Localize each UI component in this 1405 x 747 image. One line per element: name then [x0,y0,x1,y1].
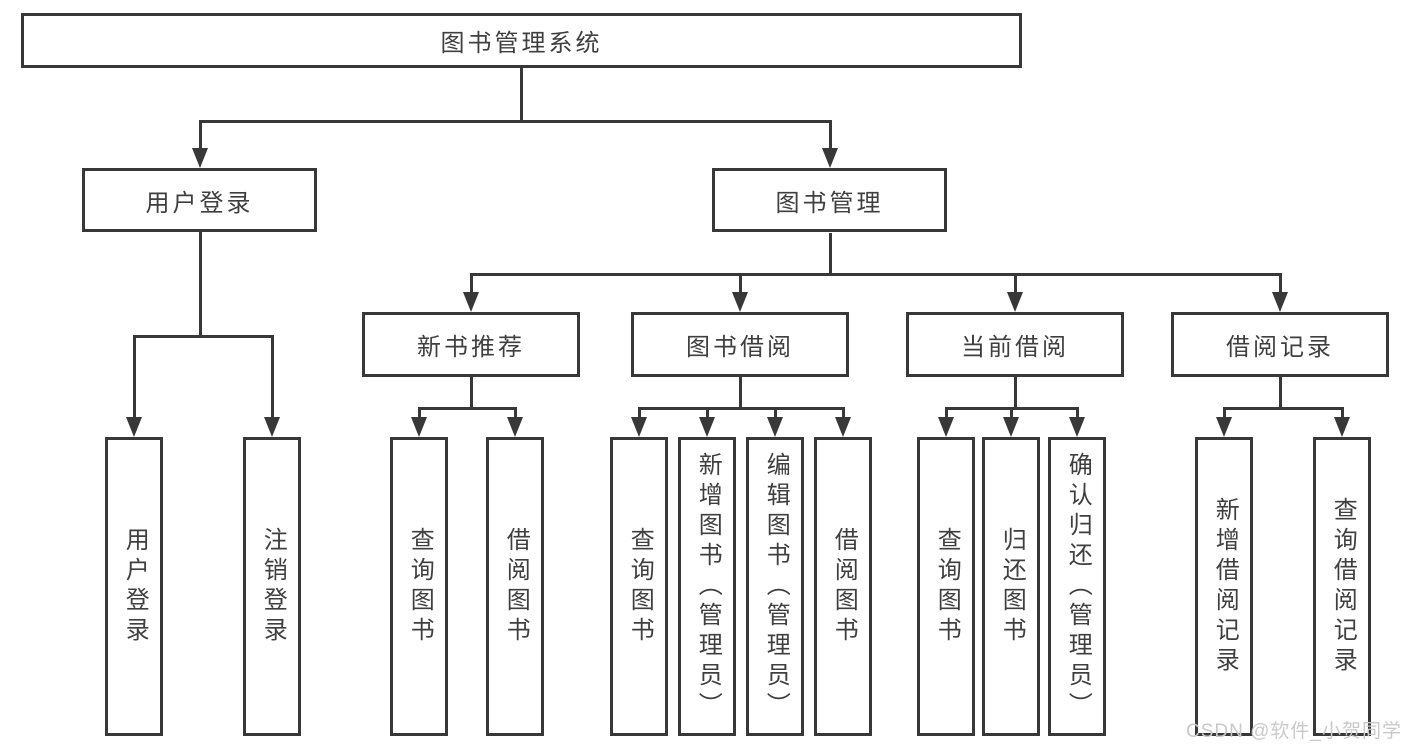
connector-to-user-login [199,120,202,153]
connector-to-leaf-logout [271,335,274,421]
connector-borrow-stem [739,377,742,408]
connector-records-branch [1223,407,1343,410]
connector-newbook-leaf1 [418,407,421,421]
arrow-borrow-leaf4 [835,417,851,437]
arrow-to-user-login [192,148,208,168]
leaf-logout: 注销登录 [243,437,301,736]
connector-records-stem [1279,377,1282,408]
connector-root-branch [199,120,831,123]
arrow-records-leaf1 [1216,417,1232,437]
connector-to-book-management [829,120,832,153]
node-book-borrow: 图书借阅 [631,312,849,377]
connector-current-leaf1 [945,407,948,421]
arrow-to-leaf-logout [264,417,280,437]
leaf-records-add-record-label: 新增借阅记录 [1211,496,1239,677]
connector-root-stem [520,68,523,121]
leaf-current-return-books: 归还图书 [982,437,1040,736]
arrow-records-leaf2 [1334,417,1350,437]
leaf-borrow-query-books-label: 查询图书 [626,526,654,647]
connector-current-stem [1014,377,1017,408]
connector-newbook-stem [470,377,473,408]
arrow-to-book-borrow [732,292,748,312]
arrow-current-leaf2 [1003,417,1019,437]
arrow-to-current-borrow [1007,292,1023,312]
node-book-management: 图书管理 [712,168,947,232]
arrow-to-new-book [463,292,479,312]
connector-mgmt-branch [470,273,1281,276]
connector-current-leaf3 [1076,407,1079,421]
connector-to-new-book [470,273,473,297]
arrow-newbook-leaf1 [411,417,427,437]
arrow-newbook-leaf2 [507,417,523,437]
arrow-to-leaf-login [126,417,142,437]
leaf-borrow-borrow-books: 借阅图书 [814,437,872,736]
node-current-borrow: 当前借阅 [906,312,1124,377]
arrow-current-leaf1 [938,417,954,437]
leaf-newbook-query-books-label: 查询图书 [406,526,434,647]
connector-to-book-borrow [739,273,742,297]
leaf-current-query-books-label: 查询图书 [933,526,961,647]
leaf-current-confirm-return-admin: 确认归还（管理员） [1048,437,1106,736]
node-user-login: 用户登录 [82,168,317,232]
leaf-newbook-borrow-books-label: 借阅图书 [502,526,530,647]
leaf-user-login-label: 用户登录 [121,526,149,647]
leaf-borrow-query-books: 查询图书 [610,437,668,736]
leaf-records-query-record: 查询借阅记录 [1313,437,1371,736]
connector-borrow-leaf2 [706,407,709,421]
leaf-borrow-borrow-books-label: 借阅图书 [830,526,858,647]
connector-login-branch [133,335,273,338]
leaf-user-login: 用户登录 [105,437,163,736]
arrow-to-book-management [822,148,838,168]
connector-mgmt-stem [829,233,832,275]
leaf-records-add-record: 新增借阅记录 [1195,437,1253,736]
node-root-library-system: 图书管理系统 [21,13,1022,68]
leaf-current-query-books: 查询图书 [917,437,975,736]
connector-newbook-leaf2 [514,407,517,421]
arrow-borrow-leaf3 [767,417,783,437]
arrow-borrow-leaf2 [699,417,715,437]
csdn-watermark: CSDN @软件_小贺同学 [1186,721,1402,742]
arrow-current-leaf3 [1069,417,1085,437]
leaf-logout-label: 注销登录 [259,526,287,647]
node-borrow-records: 借阅记录 [1171,312,1389,377]
connector-borrow-leaf3 [774,407,777,421]
connector-to-borrow-records [1279,273,1282,297]
leaf-borrow-edit-book-admin: 编辑图书（管理员） [746,437,804,736]
connector-records-leaf2 [1341,407,1344,421]
node-new-book-recommend: 新书推荐 [362,312,580,377]
leaf-newbook-query-books: 查询图书 [390,437,448,736]
arrow-to-borrow-records [1272,292,1288,312]
leaf-records-query-record-label: 查询借阅记录 [1329,496,1357,677]
connector-borrow-branch [638,407,844,410]
connector-current-leaf2 [1010,407,1013,421]
leaf-borrow-edit-book-admin-label: 编辑图书（管理员） [762,451,790,722]
leaf-borrow-add-book-admin: 新增图书（管理员） [678,437,736,736]
connector-to-current-borrow [1014,273,1017,297]
connector-borrow-leaf4 [842,407,845,421]
arrow-borrow-leaf1 [631,417,647,437]
connector-login-stem [199,232,202,336]
connector-to-leaf-login [133,335,136,421]
connector-newbook-branch [418,407,516,410]
leaf-borrow-add-book-admin-label: 新增图书（管理员） [694,451,722,722]
connector-records-leaf1 [1223,407,1226,421]
leaf-current-confirm-return-admin-label: 确认归还（管理员） [1064,451,1092,722]
leaf-newbook-borrow-books: 借阅图书 [486,437,544,736]
connector-borrow-leaf1 [638,407,641,421]
leaf-current-return-books-label: 归还图书 [998,526,1026,647]
